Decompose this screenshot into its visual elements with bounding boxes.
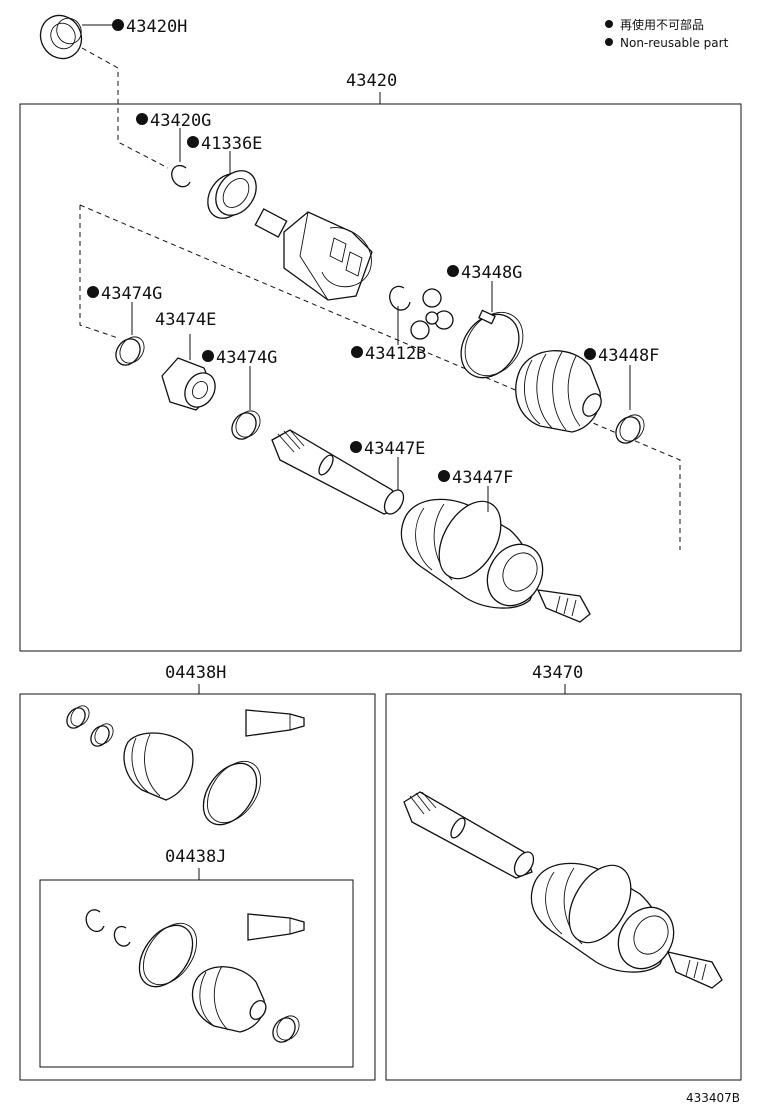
part-number-41336E[interactable]: 41336E bbox=[201, 134, 262, 154]
non-reusable-dot-icon bbox=[447, 265, 459, 277]
group-box-43470 bbox=[385, 693, 742, 1081]
part-number-43448G[interactable]: 43448G bbox=[461, 263, 522, 283]
boot-kit-inner-contents bbox=[85, 909, 305, 1043]
diagram-code: 433407B bbox=[686, 1091, 740, 1105]
non-reusable-dot-icon bbox=[202, 350, 214, 362]
grease-tube-icon bbox=[245, 709, 305, 737]
part-43474G-left[interactable]: 43474G bbox=[87, 284, 162, 370]
part-43474E[interactable]: 43474E bbox=[155, 310, 221, 413]
tulip-housing-icon bbox=[283, 211, 373, 301]
non-reusable-dot-icon bbox=[351, 346, 363, 358]
group-title-43470: 43470 bbox=[532, 663, 583, 683]
shaft-icon bbox=[403, 791, 533, 879]
seal-43420H[interactable]: 43420H bbox=[33, 8, 188, 66]
part-number-43448F[interactable]: 43448F bbox=[598, 346, 659, 366]
non-reusable-dot-icon bbox=[605, 20, 613, 28]
non-reusable-dot-icon bbox=[112, 19, 124, 31]
group-title-04438H: 04438H bbox=[165, 663, 226, 683]
boot-clamp-icon bbox=[568, 864, 632, 944]
part-43448F[interactable]: 43448F bbox=[584, 346, 659, 448]
part-43447E[interactable]: 43447E bbox=[350, 439, 425, 490]
non-reusable-dot-icon bbox=[136, 113, 148, 125]
drive-shaft-main bbox=[271, 429, 591, 623]
boot-kit-outer-contents bbox=[66, 705, 305, 826]
grease-tube-icon bbox=[247, 913, 305, 941]
part-number-43420H[interactable]: 43420H bbox=[126, 17, 187, 37]
group-box-04438J bbox=[39, 879, 354, 1068]
part-43447F[interactable]: 43447F bbox=[438, 468, 513, 512]
part-43448G[interactable]: 43448G bbox=[447, 263, 535, 389]
boot-icon bbox=[123, 732, 194, 801]
part-number-43412B[interactable]: 43412B bbox=[365, 344, 426, 364]
boot-clamp-icon bbox=[231, 412, 257, 440]
outboard-joint-icon bbox=[486, 543, 544, 607]
snap-ring-icon bbox=[389, 285, 411, 311]
legend-line-en: Non-reusable part bbox=[620, 36, 729, 50]
part-number-43447E[interactable]: 43447E bbox=[364, 439, 425, 459]
non-reusable-dot-icon bbox=[350, 441, 362, 453]
snap-ring-icon bbox=[113, 925, 131, 947]
part-number-43447F[interactable]: 43447F bbox=[452, 468, 513, 488]
non-reusable-dot-icon bbox=[605, 38, 613, 46]
boot-clamp-icon bbox=[438, 500, 502, 580]
spline-stub-icon bbox=[666, 951, 723, 989]
boot-icon bbox=[515, 350, 601, 433]
spline-stub-icon bbox=[536, 589, 591, 623]
legend: 再使用不可部品 Non-reusable part bbox=[605, 17, 729, 50]
legend-line-ja: 再使用不可部品 bbox=[620, 17, 704, 32]
part-43420G[interactable]: 43420G bbox=[136, 111, 211, 188]
non-reusable-dot-icon bbox=[584, 348, 596, 360]
part-number-43474G[interactable]: 43474G bbox=[216, 348, 277, 368]
inboard-boot bbox=[515, 350, 602, 433]
part-number-43474E[interactable]: 43474E bbox=[155, 310, 216, 330]
non-reusable-dot-icon bbox=[438, 470, 450, 482]
inboard-joint-housing bbox=[254, 208, 373, 301]
part-43412B[interactable]: 43412B bbox=[351, 285, 454, 364]
part-43474G-right[interactable]: 43474G bbox=[202, 348, 277, 444]
group-box-04438H bbox=[19, 693, 376, 1081]
boot-clamp-icon bbox=[615, 416, 641, 444]
boot-clamp-icon bbox=[115, 338, 141, 366]
spline-stub-icon bbox=[254, 208, 288, 238]
tripod-roller-icon bbox=[422, 288, 442, 308]
non-reusable-dot-icon bbox=[87, 286, 99, 298]
part-number-43474G[interactable]: 43474G bbox=[101, 284, 162, 304]
oil-seal-icon bbox=[39, 14, 83, 60]
non-reusable-dot-icon bbox=[187, 136, 199, 148]
group-box-43420 bbox=[19, 103, 742, 652]
group-title-43420: 43420 bbox=[346, 71, 397, 91]
snap-ring-icon bbox=[171, 164, 191, 188]
group-title-04438J: 04438J bbox=[165, 847, 226, 867]
part-41336E[interactable]: 41336E bbox=[187, 134, 265, 226]
part-number-43420G[interactable]: 43420G bbox=[150, 111, 211, 131]
drive-shaft-assembly bbox=[403, 791, 723, 989]
snap-ring-icon bbox=[85, 909, 105, 933]
boot-clamp-icon bbox=[460, 313, 520, 379]
outboard-joint-icon bbox=[617, 906, 675, 970]
